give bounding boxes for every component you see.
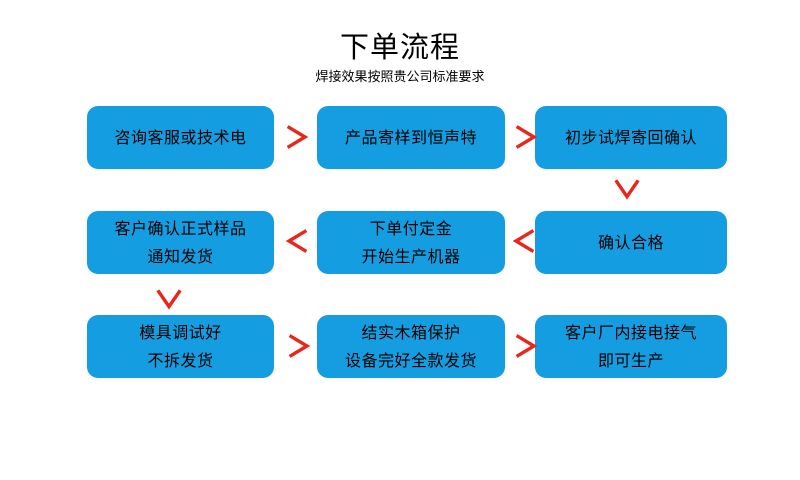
flow-node-label: 客户确认正式样品: [114, 218, 247, 238]
flow-node-label: 开始生产机器: [361, 246, 461, 266]
flow-node-step-2[interactable]: 产品寄样到恒声特: [317, 106, 505, 169]
flow-node-step-9[interactable]: 客户厂内接电接气即可生产: [535, 315, 727, 378]
flow-node-step-3[interactable]: 初步试焊寄回确认: [535, 106, 727, 169]
flow-node-label: 设备完好全款发货: [344, 350, 477, 370]
flow-node-label: 结实木箱保护: [361, 322, 461, 342]
chevron-right-icon: [283, 333, 313, 359]
page-title: 下单流程: [339, 30, 460, 64]
chevron-down-icon: [613, 176, 641, 200]
flow-node-label: 不拆发货: [147, 350, 214, 370]
flow-node-label: 下单付定金: [369, 218, 453, 238]
page-subtitle: 焊接效果按照贵公司标准要求: [315, 70, 485, 85]
flow-node-label: 通知发货: [147, 246, 214, 266]
flow-node-label: 即可生产: [597, 350, 664, 370]
flow-node-label: 产品寄样到恒声特: [344, 127, 477, 147]
flow-node-step-1[interactable]: 咨询客服或技术电: [87, 106, 274, 169]
chevron-left-icon: [510, 228, 540, 254]
flow-node-step-5[interactable]: 下单付定金开始生产机器: [317, 211, 505, 274]
chevron-down-icon: [155, 286, 183, 310]
flow-node-label: 确认合格: [597, 232, 664, 252]
flow-node-label: 初步试焊寄回确认: [564, 127, 697, 147]
chevron-right-icon: [510, 333, 540, 359]
flow-node-label: 模具调试好: [139, 322, 222, 342]
chevron-right-icon: [510, 124, 540, 150]
chevron-left-icon: [283, 228, 313, 254]
flow-node-step-4[interactable]: 确认合格: [535, 211, 727, 274]
flow-node-step-8[interactable]: 结实木箱保护设备完好全款发货: [317, 315, 505, 378]
chart-header: 下单流程 焊接效果按照贵公司标准要求: [0, 28, 800, 88]
flow-node-label: 客户厂内接电接气: [564, 322, 697, 342]
flow-node-step-7[interactable]: 模具调试好不拆发货: [87, 315, 274, 378]
chevron-right-icon: [281, 124, 311, 150]
flow-node-label: 咨询客服或技术电: [114, 127, 247, 147]
flow-node-step-6[interactable]: 客户确认正式样品通知发货: [87, 211, 274, 274]
